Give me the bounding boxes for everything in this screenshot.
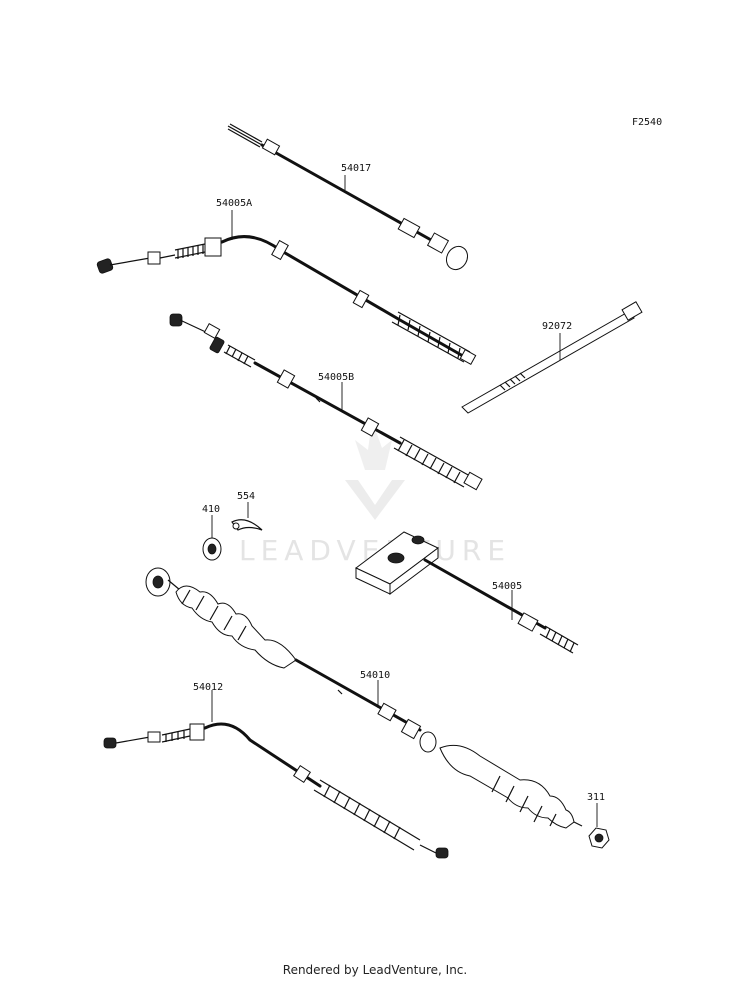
clip-pin-554[interactable]: [231, 519, 263, 531]
callout-410: 410: [202, 504, 220, 515]
footer-credit: Rendered by LeadVenture, Inc.: [282, 963, 468, 977]
callout-54017: 54017: [341, 163, 371, 174]
cable-54010[interactable]: [145, 567, 583, 829]
callout-54012: 54012: [193, 682, 223, 693]
callout-54005: 54005: [492, 581, 522, 592]
callout-554: 554: [237, 491, 255, 502]
cable-54012[interactable]: [103, 722, 449, 859]
callout-54010: 54010: [360, 670, 390, 681]
cable-54017[interactable]: [227, 123, 472, 273]
watermark-v-icon: [345, 480, 405, 520]
cable-54005A[interactable]: [96, 235, 477, 365]
callout-311: 311: [587, 792, 605, 803]
cable-tie-92072[interactable]: [461, 301, 643, 414]
watermark: LEADVENTURE: [239, 420, 505, 567]
callout-54005A: 54005A: [216, 198, 252, 209]
washer-410[interactable]: [202, 537, 222, 561]
callout-92072: 92072: [542, 321, 572, 332]
nut-311[interactable]: [588, 827, 610, 849]
figure-code: F2540: [632, 117, 662, 128]
callout-54005B: 54005B: [318, 372, 354, 383]
cable-54005[interactable]: [355, 531, 579, 654]
watermark-flame-icon: [355, 420, 392, 470]
cable-54005B[interactable]: [169, 313, 483, 491]
